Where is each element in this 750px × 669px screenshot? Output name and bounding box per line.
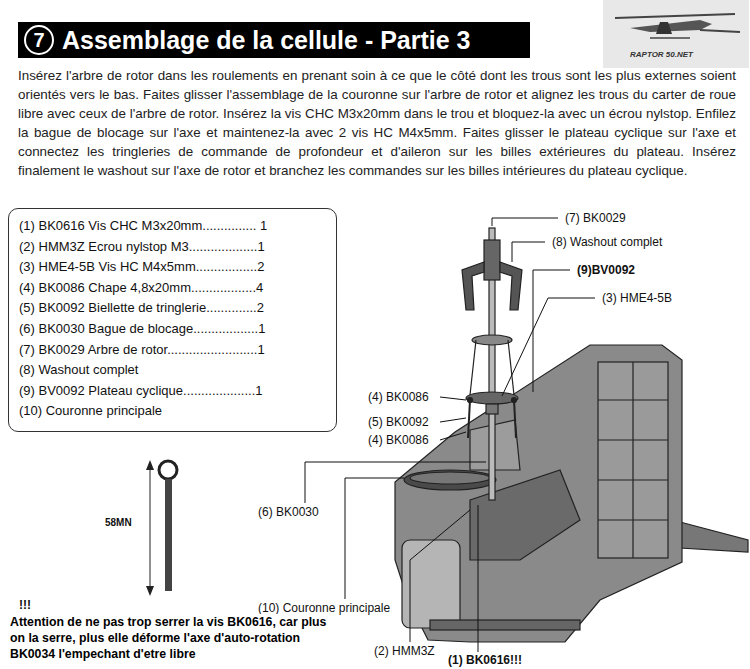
parts-list-item: (2) HMM3Z Ecrou nylstop M3..............… <box>19 237 326 258</box>
dimension-label: 58MN <box>103 516 134 529</box>
callout-label: (6) BK0030 <box>256 504 321 520</box>
title-bar <box>18 22 530 58</box>
title-text: Assemblage de la cellule - Partie 3 <box>62 24 471 56</box>
callout-label: (3) HME4-5B <box>600 290 674 306</box>
parts-list-item: (10) Couronne principale <box>19 401 326 422</box>
parts-list-item: (9) BV0092 Plateau cyclique.............… <box>19 381 326 402</box>
callout-label: (9)BV0092 <box>575 262 637 278</box>
callout-label: (7) BK0029 <box>563 210 628 226</box>
wrench-tool <box>146 460 177 596</box>
parts-list-box: (1) BK0616 Vis CHC M3x20mm..............… <box>8 208 337 432</box>
leader-lines <box>305 218 595 652</box>
parts-list-item: (7) BK0029 Arbre de rotor...............… <box>19 340 326 361</box>
warning-text: Attention de ne pas trop serrer la vis B… <box>10 614 328 662</box>
callout-label: (1) BK0616!!! <box>446 652 524 668</box>
helicopter-frame <box>395 345 748 642</box>
instruction-text: Insérez l'arbre de rotor dans les roulem… <box>18 66 736 180</box>
parts-list-item: (4) BK0086 Chape 4,8x20mm...............… <box>19 278 326 299</box>
rotor-head <box>462 228 522 500</box>
helicopter-photo <box>603 0 749 68</box>
callout-label: (5) BK0092 <box>366 414 431 430</box>
parts-list-item: (5) BK0092 Biellette de tringlerie......… <box>19 298 326 319</box>
parts-list-item: (6) BK0030 Bague de blocage.............… <box>19 319 326 340</box>
watermark: RAPTOR 50.NET <box>628 50 695 60</box>
parts-list-item: (1) BK0616 Vis CHC M3x20mm..............… <box>19 216 326 237</box>
callout-label: (2) HMM3Z <box>372 643 437 659</box>
callout-label: (4) BK0086 <box>366 432 431 448</box>
parts-list-item: (8) Washout complet <box>19 360 326 381</box>
step-number: 7 <box>24 25 54 55</box>
warning-mark: !!! <box>17 597 33 613</box>
callout-label: (4) BK0086 <box>366 389 431 405</box>
parts-list-item: (3) HME4-5B Vis HC M4x5mm...............… <box>19 257 326 278</box>
callout-label: (8) Washout complet <box>550 234 664 250</box>
